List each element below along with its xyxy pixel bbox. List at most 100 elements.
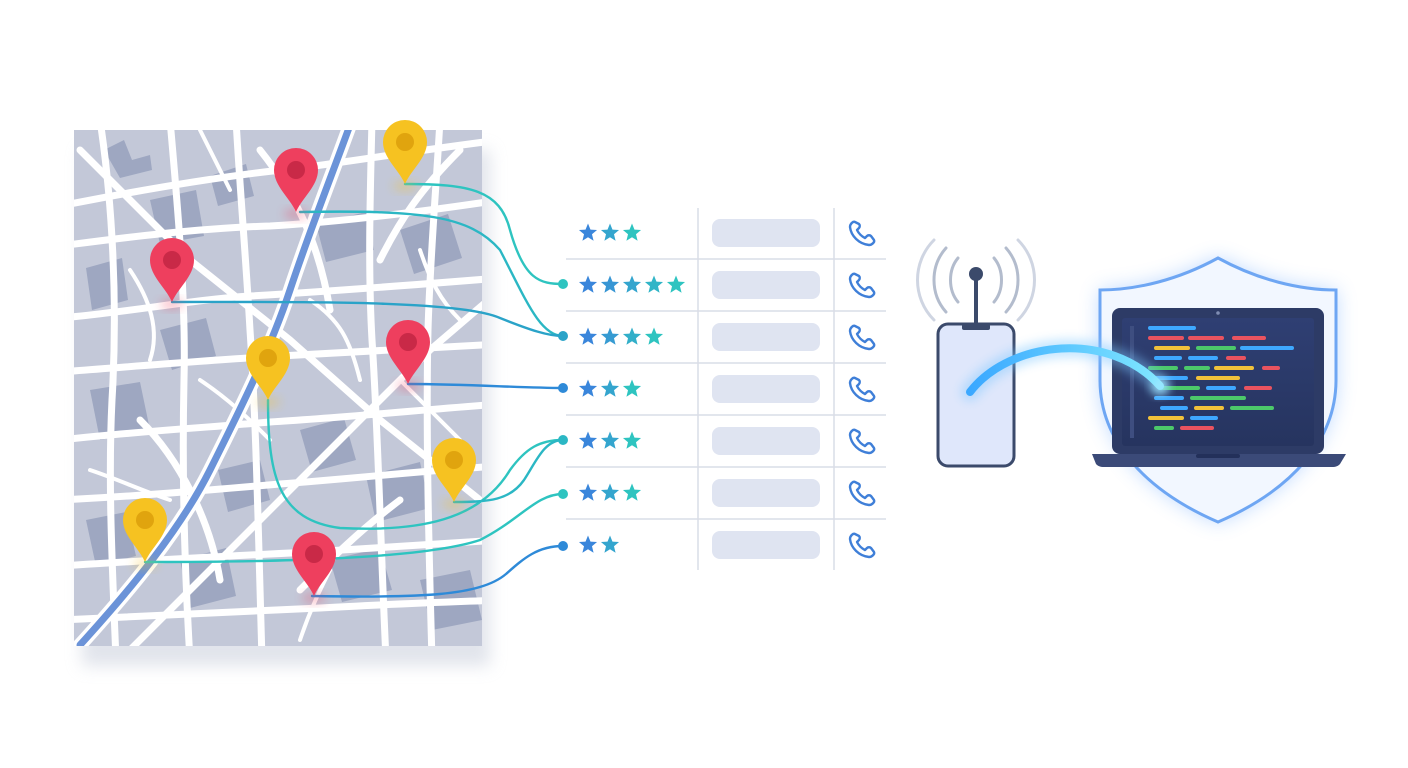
star-icon (600, 483, 620, 501)
star-icon (600, 535, 620, 553)
star-icon (622, 379, 642, 397)
listing-name-placeholder (712, 531, 820, 559)
antenna-signal-icon (916, 238, 1036, 322)
listing-row[interactable] (578, 323, 876, 351)
pin-shadow (442, 499, 466, 509)
red-map-pin-icon[interactable] (292, 532, 336, 603)
line-gutter (1130, 326, 1134, 438)
listing-name-placeholder (712, 427, 820, 455)
phone-icon[interactable] (848, 480, 876, 507)
listing-name-placeholder (712, 479, 820, 507)
star-rating (578, 275, 686, 293)
connector-pin-4 (266, 398, 565, 530)
pin-shadow (133, 559, 157, 569)
phone-icon[interactable] (848, 532, 876, 559)
star-icon (600, 223, 620, 241)
pin-body (150, 238, 194, 302)
pin-center (136, 511, 154, 529)
connector-pin-3 (170, 300, 565, 338)
table-grid (566, 208, 886, 570)
pin-body (292, 532, 336, 596)
yellow-map-pin-icon[interactable] (246, 336, 290, 407)
star-icon (600, 327, 620, 345)
pin-body (123, 498, 167, 562)
star-icon (622, 223, 642, 241)
pin-center (399, 333, 417, 351)
map-pins (123, 120, 476, 603)
phone-icon[interactable] (848, 428, 876, 455)
pin-shadow (396, 381, 420, 391)
star-icon (600, 275, 620, 293)
phone-icon[interactable] (848, 272, 876, 299)
business-listing-table (566, 208, 886, 570)
pin-shadow (160, 299, 184, 309)
phone-icon[interactable] (848, 324, 876, 351)
pin-shadow (393, 181, 417, 191)
listing-row[interactable] (578, 219, 876, 247)
star-icon (644, 275, 664, 293)
laptop-camera (1216, 311, 1220, 315)
star-rating (578, 483, 642, 501)
red-map-pin-icon[interactable] (274, 148, 318, 219)
star-icon (600, 379, 620, 397)
pin-center (287, 161, 305, 179)
arc-endpoint-glow (1152, 378, 1168, 394)
pin-center (163, 251, 181, 269)
phone-icon[interactable] (848, 376, 876, 403)
star-icon (578, 431, 598, 449)
connector-lines (143, 182, 565, 598)
arc-beam (966, 344, 1164, 396)
red-map-pin-icon[interactable] (150, 238, 194, 309)
star-icon (578, 483, 598, 501)
secure-laptop-group (1092, 256, 1346, 524)
pin-center (305, 545, 323, 563)
map-blocks (74, 130, 482, 646)
connector-dot (558, 331, 568, 341)
listing-row[interactable] (578, 271, 876, 299)
listing-row[interactable] (578, 479, 876, 507)
laptop-base (1092, 454, 1346, 467)
pin-shadow (284, 209, 308, 219)
yellow-map-pin-icon[interactable] (432, 438, 476, 509)
connector-pin-7 (143, 492, 565, 564)
star-icon (622, 431, 642, 449)
star-icon (578, 223, 598, 241)
connector-pin-8 (310, 544, 565, 598)
pin-body (383, 120, 427, 184)
red-map-pin-icon[interactable] (386, 320, 430, 391)
connector-dot (558, 541, 568, 551)
pin-body (274, 148, 318, 212)
yellow-map-pin-icon[interactable] (383, 120, 427, 191)
listing-name-placeholder (712, 375, 820, 403)
pin-center (396, 133, 414, 151)
star-icon (578, 327, 598, 345)
listing-row[interactable] (578, 427, 876, 455)
yellow-map-pin-icon[interactable] (123, 498, 167, 569)
wireless-connection-arc (961, 339, 1169, 401)
star-rating (578, 431, 642, 449)
star-rating (578, 223, 642, 241)
listing-row[interactable] (578, 531, 876, 559)
connector-pin-2 (298, 210, 565, 338)
laptop-hinge (1196, 454, 1240, 458)
table-rows (578, 219, 876, 559)
star-icon (600, 431, 620, 449)
star-icon (622, 275, 642, 293)
pin-shadow (302, 593, 326, 603)
listing-name-placeholder (712, 323, 820, 351)
star-icon (644, 327, 664, 345)
star-icon (622, 483, 642, 501)
listing-row[interactable] (578, 375, 876, 403)
pin-body (246, 336, 290, 400)
connector-dot (558, 279, 568, 289)
listing-name-placeholder (712, 219, 820, 247)
connector-dot (558, 435, 568, 445)
listing-name-placeholder (712, 271, 820, 299)
phone-notch (962, 324, 990, 330)
pin-center (445, 451, 463, 469)
pin-body (386, 320, 430, 384)
pin-shadow (256, 397, 280, 407)
star-rating (578, 327, 664, 345)
phone-icon[interactable] (848, 220, 876, 247)
